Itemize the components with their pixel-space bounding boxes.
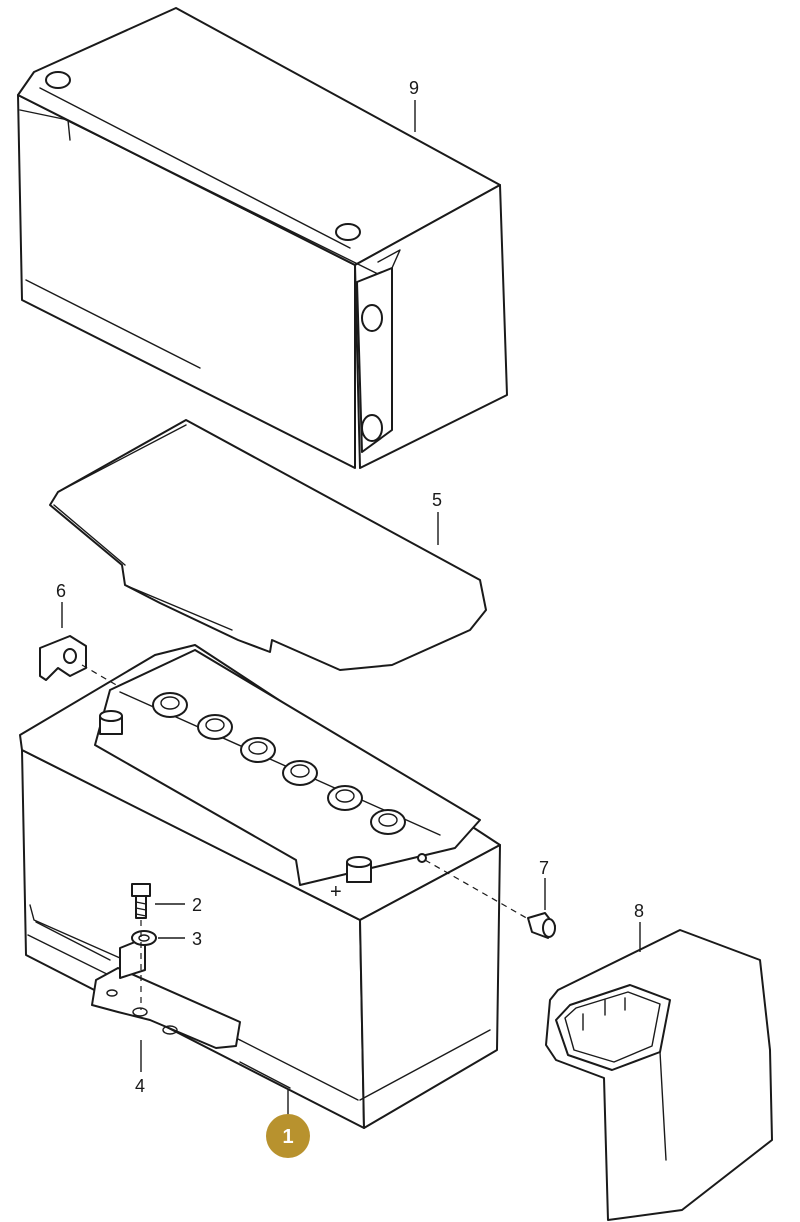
callout-1-badge[interactable]: 1 (266, 1114, 310, 1158)
callout-labels: 9 5 6 7 8 2 3 4 (56, 78, 644, 1096)
callout-2: 2 (192, 895, 202, 915)
callout-1-label: 1 (282, 1126, 293, 1148)
callout-5: 5 (432, 490, 442, 510)
callout-7: 7 (539, 858, 549, 878)
callout-3: 3 (192, 929, 202, 949)
insulating-lid-part-5 (49, 419, 487, 671)
battery-part-1: + (19, 644, 501, 1129)
plug-part-7 (527, 912, 556, 939)
hold-down-clamp-part-4 (91, 937, 241, 1049)
callout-8: 8 (634, 901, 644, 921)
callout-9: 9 (409, 78, 419, 98)
vent-caps (152, 692, 406, 835)
battery-cover-part-9 (17, 7, 508, 469)
callout-6: 6 (56, 581, 66, 601)
bolt-part-2 (131, 883, 151, 919)
terminal-cover-part-8 (545, 929, 773, 1221)
callout-4: 4 (135, 1076, 145, 1096)
clip-part-6 (39, 635, 87, 681)
leader-lines (61, 100, 641, 1118)
washer-part-3 (131, 930, 157, 946)
battery-terminals (99, 710, 372, 883)
positive-terminal-symbol: + (330, 881, 342, 903)
